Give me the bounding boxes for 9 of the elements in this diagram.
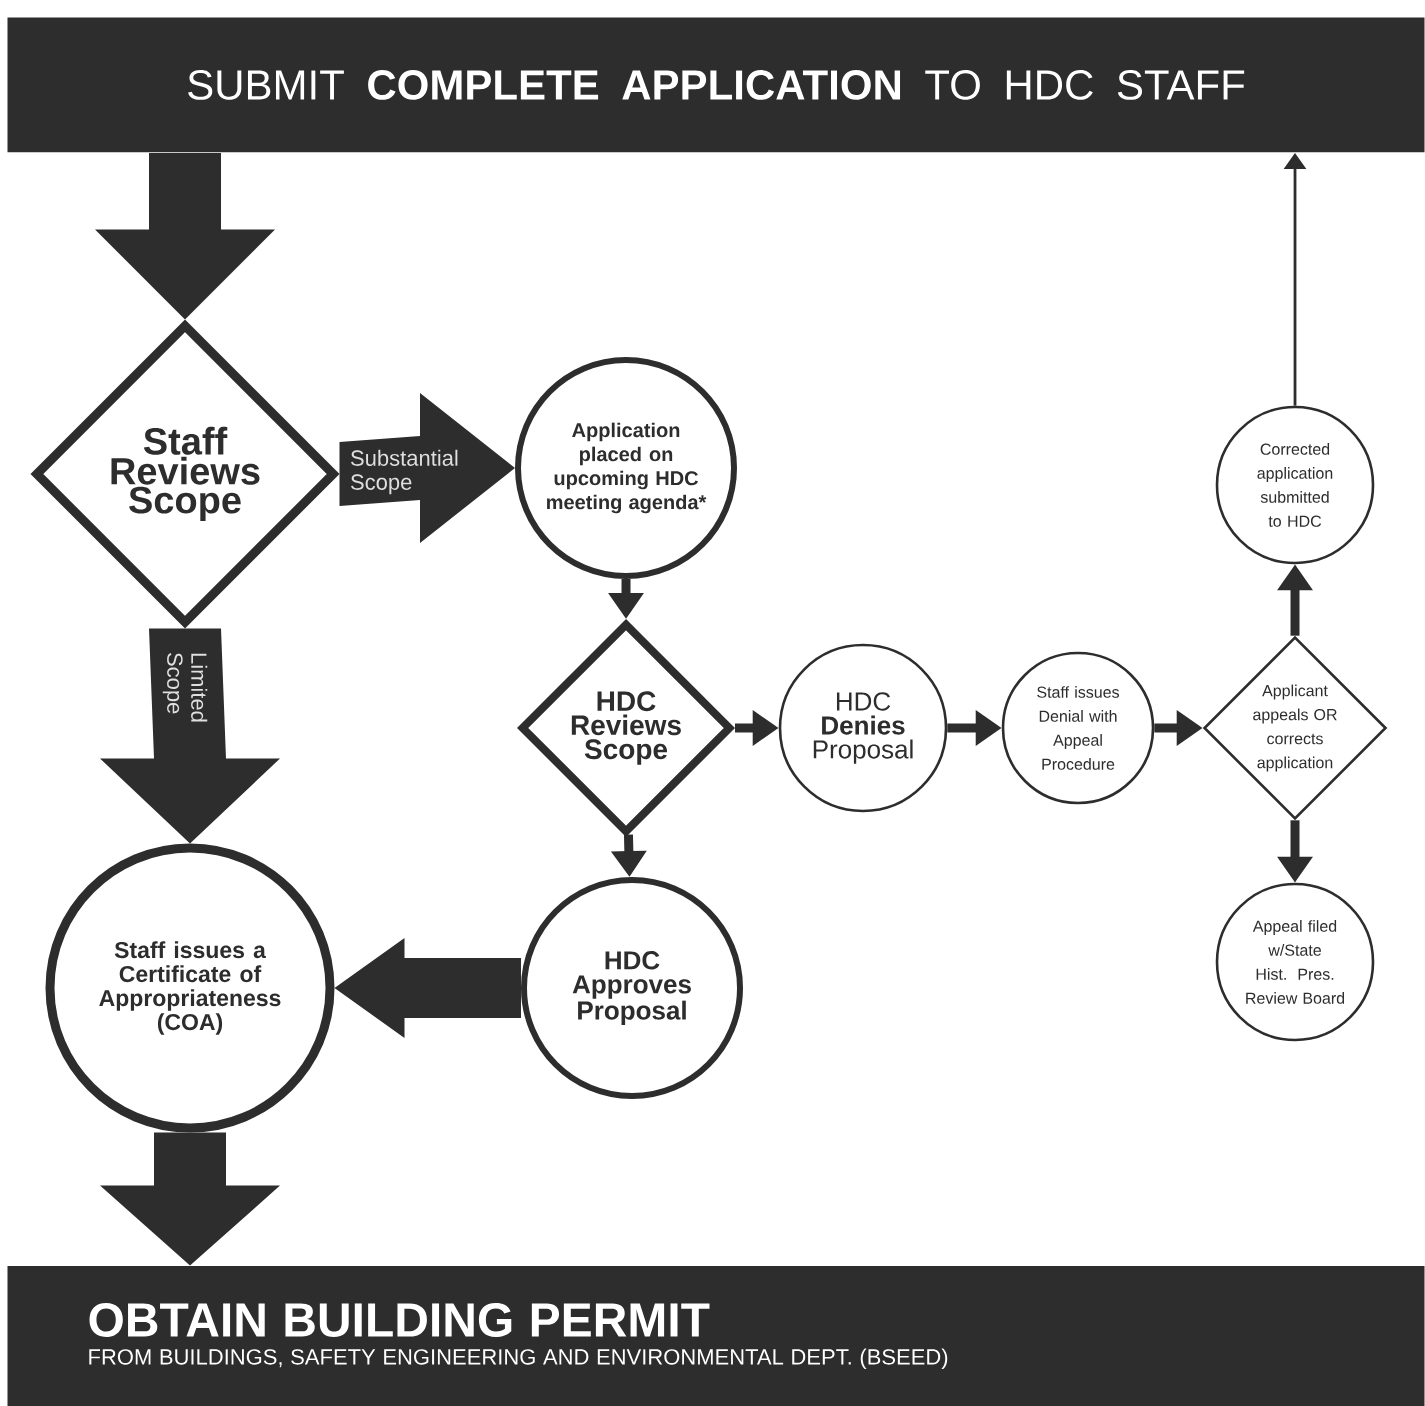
block-arrow — [100, 628, 280, 844]
footer-band: OBTAIN BUILDING PERMIT FROM BUILDINGS, SAFETY ENGINEERING AND ENVIRONMENTAL DEPT. (BSEED) — [7, 1266, 1425, 1406]
block-arrow — [100, 1132, 280, 1266]
edge-label: Limited Scope — [162, 653, 208, 722]
header-band: SUBMIT COMPLETE APPLICATION TO HDC STAFF — [7, 17, 1425, 153]
edge-label: Substantial Scope — [351, 449, 458, 495]
block-arrow — [339, 393, 515, 543]
block-arrow — [95, 152, 275, 320]
block-arrow — [334, 938, 521, 1038]
